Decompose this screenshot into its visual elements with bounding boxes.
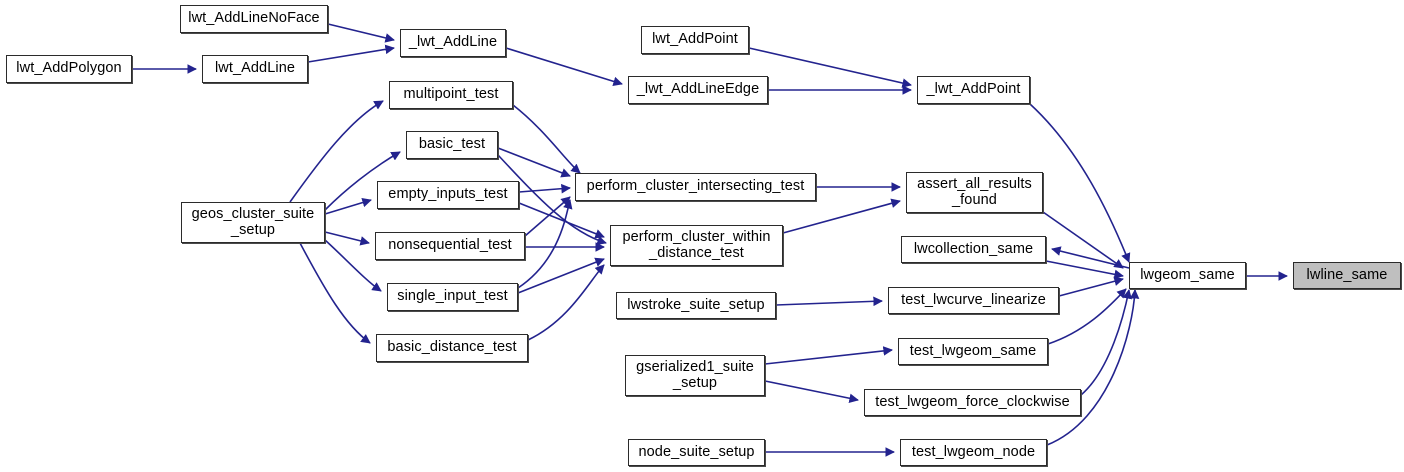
graph-node-label: single_input_test bbox=[397, 288, 508, 305]
graph-node-label: empty_inputs_test bbox=[388, 186, 508, 203]
graph-node-label: test_lwgeom_force_clockwise bbox=[875, 393, 1070, 410]
graph-edge bbox=[324, 151, 401, 211]
graph-edge bbox=[505, 47, 623, 87]
graph-node-label: test_lwcurve_linearize bbox=[901, 291, 1046, 308]
graph-node-label: nonsequential_test bbox=[388, 237, 512, 254]
graph-node-lwgeom-same[interactable]: lwgeom_same bbox=[1129, 262, 1246, 289]
graph-edge bbox=[1042, 211, 1124, 269]
graph-node-lwline-same[interactable]: lwline_same bbox=[1293, 262, 1401, 289]
graph-node-basic-test[interactable]: basic_test bbox=[406, 131, 498, 159]
graph-edge bbox=[764, 346, 893, 365]
graph-edge bbox=[782, 198, 901, 234]
graph-edge bbox=[1029, 103, 1131, 263]
graph-node-label: perform_cluster_intersecting_test bbox=[586, 178, 805, 195]
graph-edge bbox=[299, 242, 371, 344]
graph-edge bbox=[327, 23, 395, 43]
graph-node-label: basic_test bbox=[418, 136, 486, 153]
graph-node-label: _lwt_AddLine bbox=[408, 34, 498, 51]
graph-edge bbox=[748, 47, 912, 88]
graph-node-label: lwt_AddLine bbox=[214, 60, 296, 77]
graph-edge bbox=[307, 44, 395, 63]
graph-edge bbox=[524, 196, 571, 237]
graph-node-label: multipoint_test bbox=[403, 86, 499, 103]
graph-edge bbox=[527, 264, 605, 341]
graph-node-lwt-addpoint[interactable]: lwt_AddPoint bbox=[641, 26, 749, 54]
graph-edges bbox=[132, 23, 1288, 457]
graph-node-label: lwgeom_same bbox=[1140, 266, 1235, 283]
graph-node-label: lwt_AddLineNoFace bbox=[188, 10, 320, 27]
graph-node-lwt-addline[interactable]: lwt_AddLine bbox=[202, 55, 308, 83]
graph-node-perform-cluster-within-distance-test[interactable]: perform_cluster_within _distance_test bbox=[610, 225, 783, 266]
graph-edge bbox=[324, 197, 372, 215]
graph-edge bbox=[517, 257, 605, 294]
graph-node-label: gserialized1_suite _setup bbox=[636, 358, 754, 391]
graph-edge bbox=[324, 239, 382, 292]
graph-node--lwt-addline[interactable]: _lwt_AddLine bbox=[400, 29, 506, 57]
graph-edge bbox=[497, 154, 607, 246]
graph-node-nonsequential-test[interactable]: nonsequential_test bbox=[375, 232, 525, 260]
graph-node-label: lwstroke_suite_setup bbox=[627, 296, 765, 313]
graph-node-label: node_suite_setup bbox=[638, 443, 755, 460]
graph-node-test-lwgeom-node[interactable]: test_lwgeom_node bbox=[900, 439, 1047, 466]
graph-node-lwstroke-suite-setup[interactable]: lwstroke_suite_setup bbox=[616, 292, 776, 319]
graph-node-node-suite-setup[interactable]: node_suite_setup bbox=[628, 439, 765, 466]
graph-edge bbox=[764, 380, 859, 403]
graph-node-gserialized1-suite-setup[interactable]: gserialized1_suite _setup bbox=[625, 355, 765, 396]
graph-edge bbox=[324, 231, 370, 246]
graph-node-geos-cluster-suite-setup[interactable]: geos_cluster_suite _setup bbox=[181, 202, 325, 243]
graph-node-multipoint-test[interactable]: multipoint_test bbox=[389, 81, 513, 109]
graph-edge bbox=[518, 202, 605, 239]
graph-edge bbox=[1047, 288, 1127, 345]
graph-node--lwt-addlineedge[interactable]: _lwt_AddLineEdge bbox=[628, 76, 768, 104]
graph-node-label: geos_cluster_suite _setup bbox=[191, 205, 315, 238]
graph-node-single-input-test[interactable]: single_input_test bbox=[387, 283, 518, 311]
graph-edge bbox=[1045, 260, 1124, 280]
graph-edge bbox=[497, 147, 571, 178]
graph-node-label: lwcollection_same bbox=[913, 240, 1034, 257]
graph-edge bbox=[512, 104, 581, 174]
graph-node-label: test_lwgeom_same bbox=[909, 342, 1037, 359]
graph-node-label: lwt_AddPoint bbox=[652, 31, 738, 48]
graph-node-label: lwt_AddPolygon bbox=[16, 60, 122, 77]
graph-node-label: test_lwgeom_node bbox=[911, 443, 1036, 460]
graph-node-label: _lwt_AddLineEdge bbox=[636, 81, 760, 98]
graph-node-lwt-addlinenoface[interactable]: lwt_AddLineNoFace bbox=[180, 5, 328, 33]
graph-node-test-lwcurve-linearize[interactable]: test_lwcurve_linearize bbox=[888, 287, 1059, 314]
graph-node-lwcollection-same[interactable]: lwcollection_same bbox=[901, 236, 1046, 263]
graph-node-label: lwline_same bbox=[1306, 266, 1388, 283]
graph-node-assert-all-results-found[interactable]: assert_all_results _found bbox=[906, 172, 1043, 213]
graph-edge bbox=[518, 183, 571, 194]
graph-node-lwt-addpolygon[interactable]: lwt_AddPolygon bbox=[6, 55, 132, 83]
graph-node-label: basic_distance_test bbox=[387, 339, 517, 356]
graph-edge bbox=[1058, 276, 1124, 297]
graph-edge bbox=[1046, 289, 1140, 446]
graph-edge bbox=[1080, 289, 1133, 396]
graph-edge bbox=[775, 296, 883, 307]
graph-edge bbox=[1051, 246, 1130, 269]
graph-edge bbox=[289, 100, 384, 203]
graph-edge bbox=[517, 199, 573, 289]
graph-node-test-lwgeom-same[interactable]: test_lwgeom_same bbox=[898, 338, 1048, 365]
graph-node-basic-distance-test[interactable]: basic_distance_test bbox=[376, 334, 528, 362]
graph-node-perform-cluster-intersecting-test[interactable]: perform_cluster_intersecting_test bbox=[575, 173, 816, 201]
graph-node-test-lwgeom-force-clockwise[interactable]: test_lwgeom_force_clockwise bbox=[864, 389, 1081, 416]
graph-node-label: assert_all_results _found bbox=[917, 175, 1032, 208]
graph-node-empty-inputs-test[interactable]: empty_inputs_test bbox=[377, 181, 519, 209]
graph-node--lwt-addpoint[interactable]: _lwt_AddPoint bbox=[917, 76, 1030, 104]
graph-node-label: _lwt_AddPoint bbox=[926, 81, 1021, 98]
graph-node-label: perform_cluster_within _distance_test bbox=[622, 228, 771, 261]
